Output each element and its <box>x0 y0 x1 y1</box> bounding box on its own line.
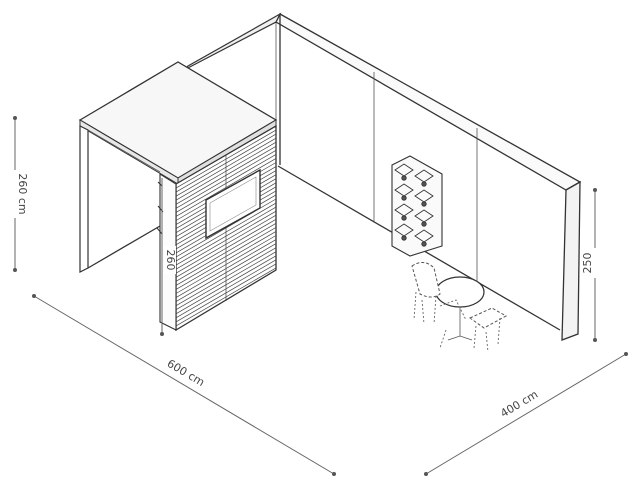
shelf-connector <box>401 175 407 181</box>
shelf-cell <box>394 163 414 177</box>
chair-right <box>439 299 508 353</box>
shelf-cell <box>414 209 434 223</box>
shelf-connector <box>401 215 407 221</box>
shelf-connector <box>421 201 427 207</box>
dimension-height-right: 250 <box>581 188 602 342</box>
shelf-connector <box>401 235 407 241</box>
label-height-right: 250 <box>581 253 594 274</box>
left-wall-top <box>183 12 282 71</box>
chair-left <box>411 262 441 325</box>
shelf-cell <box>414 169 434 183</box>
dimension-height-partition: 260 <box>160 178 177 336</box>
label-depth-side: 400 cm <box>498 388 540 420</box>
dimension-height-left: 260 cm <box>9 116 29 272</box>
label-height-left: 260 cm <box>16 173 29 214</box>
cabin-left-wall <box>79 125 161 273</box>
dimension-depth-side: 400 cm <box>424 352 628 476</box>
shelf-cell <box>414 229 434 243</box>
table <box>435 276 485 341</box>
shelf-unit <box>391 155 443 257</box>
cabin-window <box>205 168 261 240</box>
label-height-partition: 260 <box>164 250 177 271</box>
label-length-front: 600 cm <box>165 357 207 389</box>
shelf-cell <box>394 223 414 237</box>
shelf-cell <box>414 189 434 203</box>
shelf-cell <box>394 183 414 197</box>
shelf-connector <box>401 195 407 201</box>
shelf-connector <box>421 221 427 227</box>
shelf-connector <box>421 181 427 187</box>
shelf-cell <box>394 203 414 217</box>
shelf-connector <box>421 241 427 247</box>
right-end-wall <box>561 180 581 341</box>
cabin-front-wall <box>175 124 277 332</box>
